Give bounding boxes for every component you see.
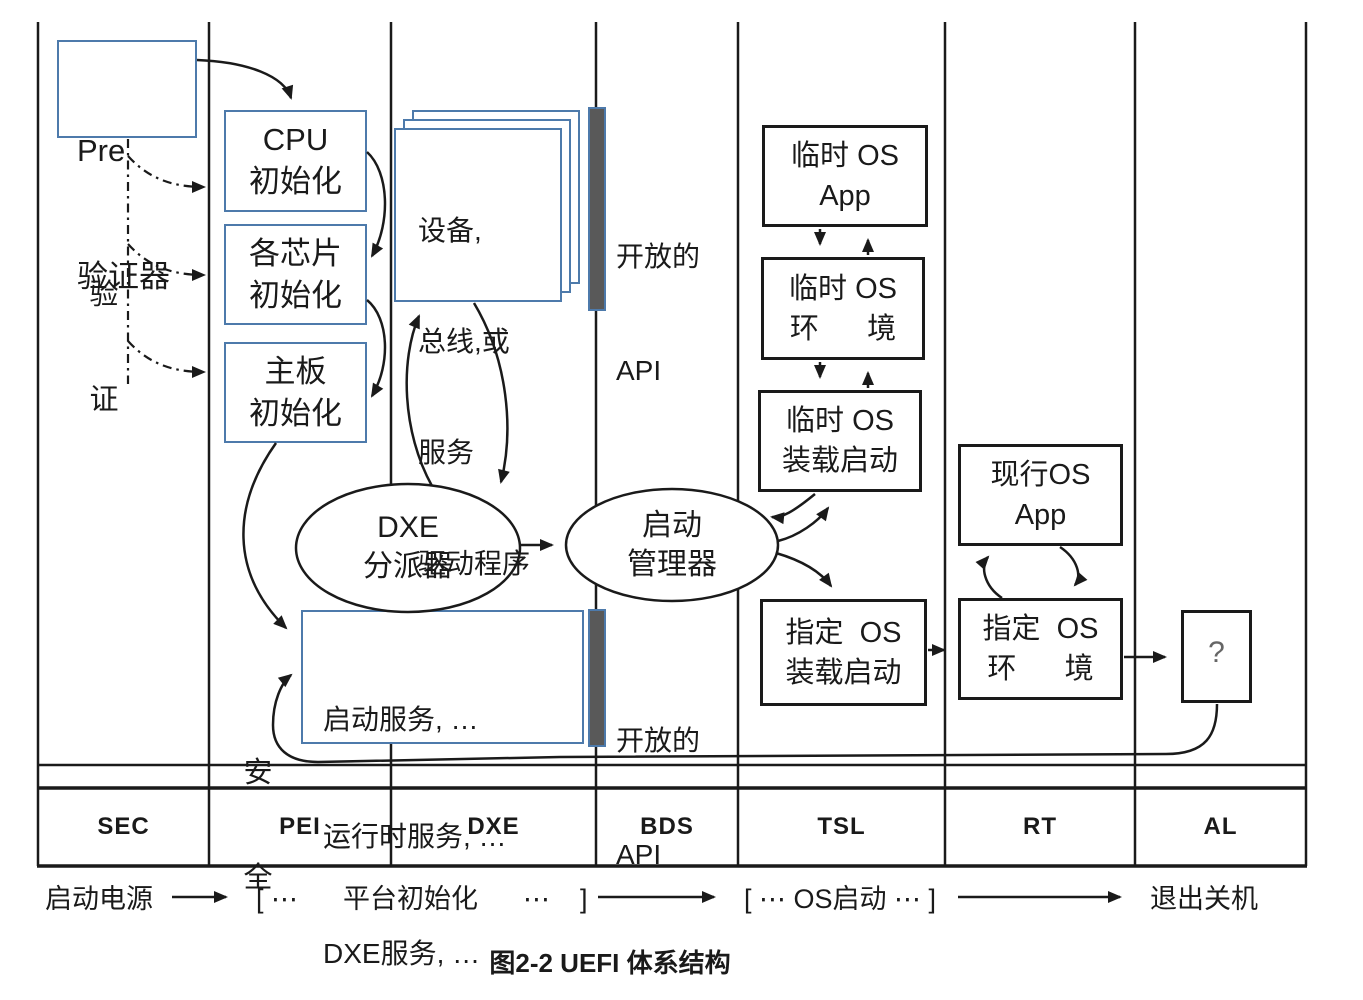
dxe-dispatcher-label: DXE 分派器	[363, 511, 453, 583]
phase-dxe: DXE	[467, 813, 520, 840]
transient-os-env-label: 临时 OS 环 境	[789, 272, 897, 345]
flow-platform-label: [ ⋯ 平台初始化 ⋯ ]	[256, 884, 588, 914]
board-init-box	[224, 342, 367, 443]
driver-stack-front	[394, 128, 562, 302]
chipset-init-label: 各芯片 初始化	[249, 235, 342, 313]
phase-tsl: TSL	[817, 813, 866, 840]
flow-os-label: [ ⋯ OS启动 ⋯ ]	[744, 884, 937, 914]
phase-bds: BDS	[640, 813, 694, 840]
current-os-app-label: 现行OS App	[990, 459, 1091, 531]
transient-os-loader-label: 临时 OS 装载启动	[781, 405, 898, 477]
question-label: ?	[1208, 635, 1225, 669]
chipset-init-box	[224, 224, 367, 325]
designated-os-env-label: 指定 OS 环 境	[982, 613, 1099, 685]
transient-os-env-box	[761, 257, 925, 360]
phase-rt: RT	[1023, 813, 1057, 840]
secure-label: 安 全	[243, 757, 273, 894]
phase-pei: PEI	[279, 813, 321, 840]
transient-os-app-label: 临时 OS App	[791, 140, 899, 212]
transient-os-app-box	[762, 125, 928, 227]
phase-al: AL	[1203, 813, 1238, 840]
cpu-init-box	[224, 110, 367, 212]
current-os-app-box	[958, 444, 1123, 546]
flow-start-label: 启动电源	[45, 884, 153, 914]
transient-os-loader-box	[758, 390, 922, 492]
figure-caption: 图2-2 UEFI 体系结构	[489, 948, 731, 978]
verify-label: 验 证	[89, 279, 119, 416]
board-init-label: 主板 初始化	[249, 353, 342, 431]
cpu-init-label: CPU 初始化	[249, 122, 342, 199]
pre-verifier-box	[57, 40, 197, 138]
designated-os-loader-label: 指定 OS 装载启动	[785, 616, 902, 689]
band-frame-lines	[37, 763, 1307, 868]
boot-manager-label: 启动 管理器	[627, 509, 717, 581]
open-api-top-label: 开放的 API	[616, 241, 701, 386]
phase-sec: SEC	[97, 813, 150, 840]
flow-end-label: 退出关机	[1150, 884, 1258, 914]
